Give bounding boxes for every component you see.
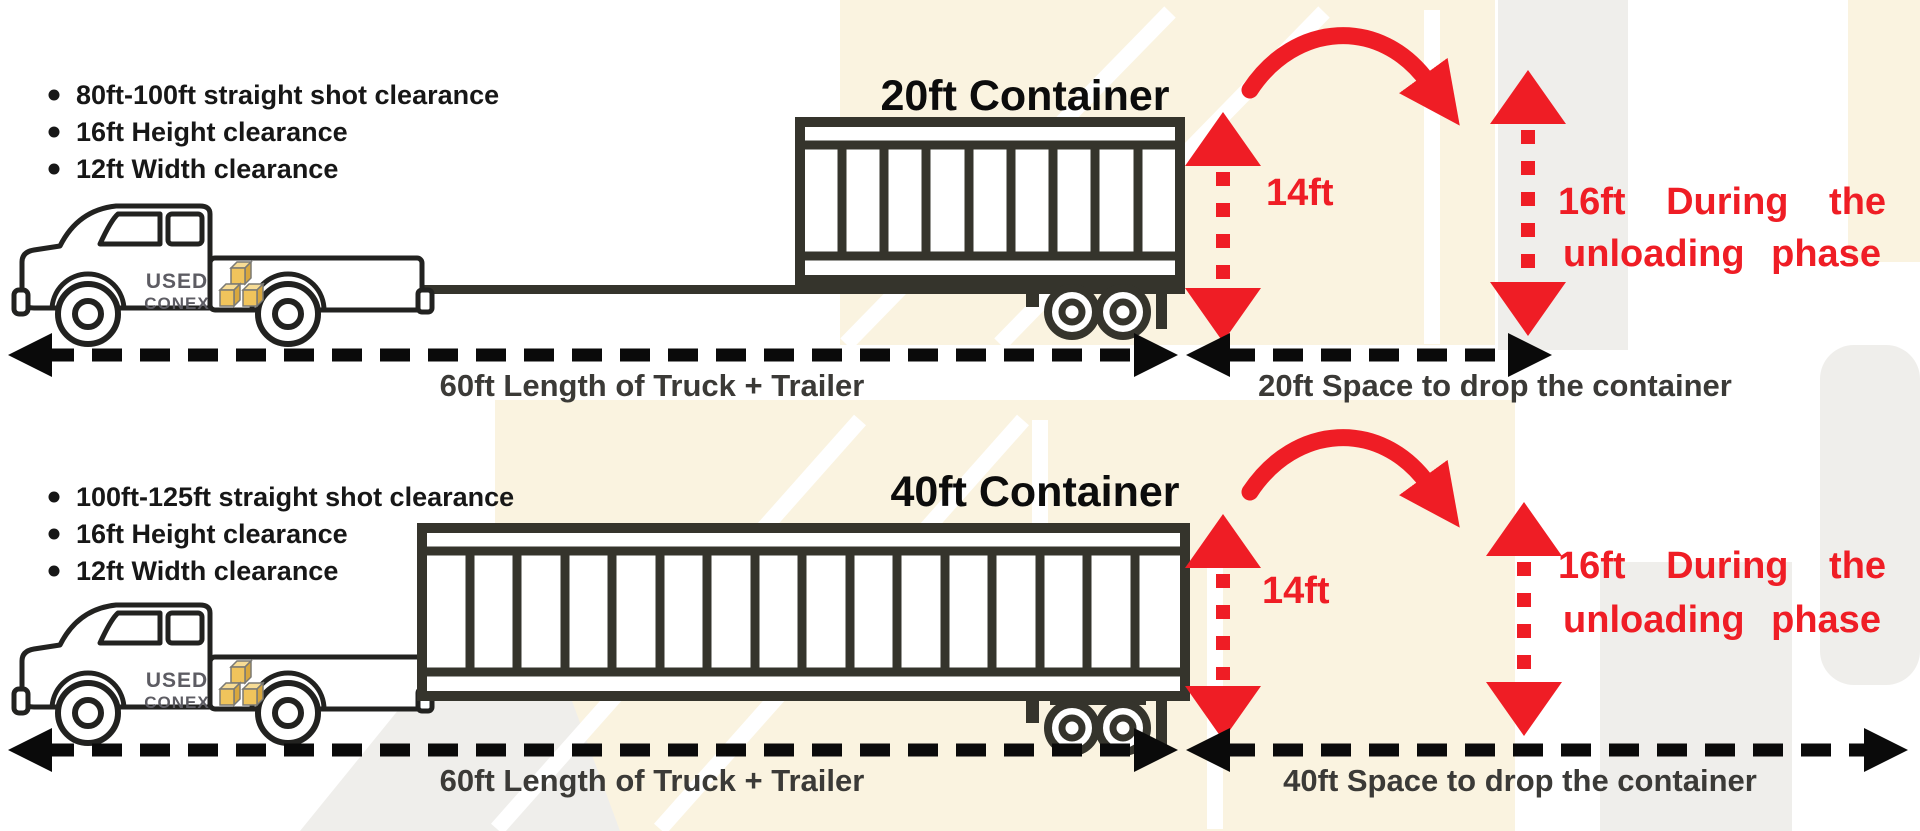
bullet-width-clearance: 12ft Width clearance [76,556,338,586]
measure-arrow-truck-length [8,333,1178,377]
truck-length-label: 60ft Length of Truck + Trailer [440,368,865,403]
unloading-label-line2: unloading phase [1563,233,1881,275]
bullet-width-clearance: 12ft Width clearance [76,154,338,184]
container-title-40ft: 40ft Container [890,468,1179,516]
clearance-bullets-20ft: 80ft-100ft straight shot clearance 16ft … [48,80,499,184]
diagram-20ft: 80ft-100ft straight shot clearance 16ft … [8,27,1886,403]
height-label-14ft: 14ft [1262,570,1330,612]
height-arrow-16ft [1490,70,1566,336]
drop-space-label: 40ft Space to drop the container [1283,763,1757,798]
bullet-height-clearance: 16ft Height clearance [76,117,348,147]
container-title-20ft: 20ft Container [880,72,1169,120]
bullet-straight-shot: 100ft-125ft straight shot clearance [76,482,514,512]
diagram-40ft: 100ft-125ft straight shot clearance 16ft… [8,429,1908,798]
measure-arrow-drop-space [1186,728,1908,772]
measure-arrow-drop-space [1186,333,1552,377]
height-arrow-16ft [1486,502,1562,736]
container-40ft [417,523,1190,701]
bullet-straight-shot: 80ft-100ft straight shot clearance [76,80,499,110]
container-20ft [795,117,1185,285]
bullet-height-clearance: 16ft Height clearance [76,519,348,549]
trailer-drawbar [415,285,1185,294]
curved-arrow-icon [1241,27,1460,126]
height-arrow-14ft [1185,514,1261,740]
truck-length-label: 60ft Length of Truck + Trailer [440,763,865,798]
unloading-label-line2: unloading phase [1563,599,1881,641]
height-label-14ft: 14ft [1266,172,1334,214]
clearance-bullets-40ft: 100ft-125ft straight shot clearance 16ft… [48,482,514,586]
drop-space-label: 20ft Space to drop the container [1258,368,1732,403]
unloading-label-line1: 16ft During the [1558,545,1886,587]
height-arrow-14ft [1185,112,1261,342]
unloading-label-line1: 16ft During the [1558,181,1886,223]
measure-arrow-truck-length [8,728,1178,772]
curved-arrow-icon [1241,429,1460,528]
